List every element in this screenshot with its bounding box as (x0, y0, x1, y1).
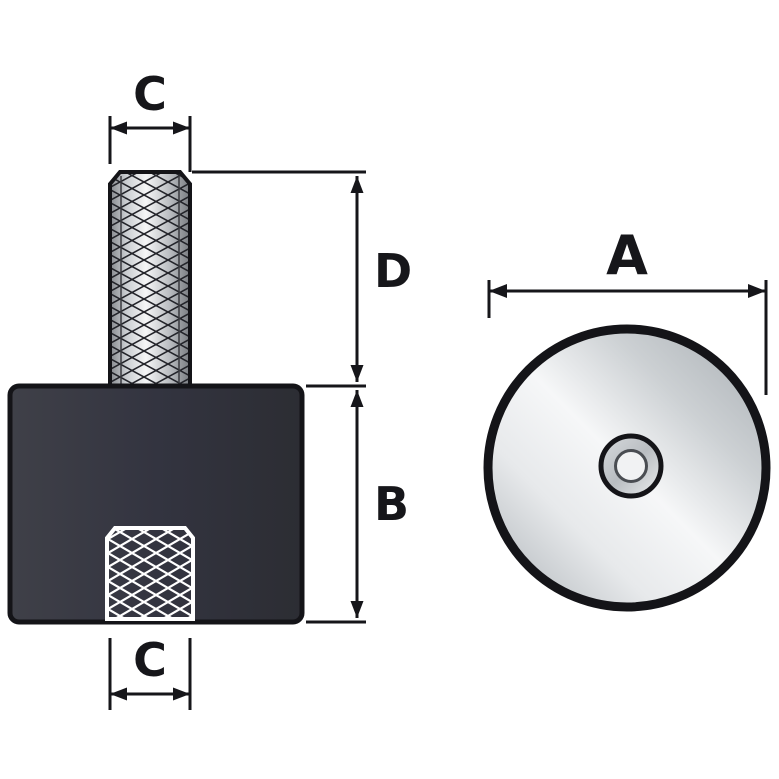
arrowhead-right (173, 687, 190, 701)
arrowhead-top (350, 390, 364, 407)
dim-label-c-top: C (133, 67, 167, 121)
mount-body (7, 383, 305, 625)
arrowhead-bottom (350, 365, 364, 382)
dimension-c-top: C (108, 67, 192, 172)
arrowhead-bottom (350, 601, 364, 618)
dim-label-c-bottom: C (133, 633, 167, 687)
dim-label-d: D (374, 244, 412, 298)
arrowhead-left (110, 687, 127, 701)
bottom-thread-hatch (107, 528, 193, 619)
dim-label-b: B (374, 477, 409, 531)
dimension-c-bottom: C (108, 633, 192, 710)
arrowhead-right (748, 284, 766, 298)
side-view (7, 170, 305, 625)
arrowhead-left (489, 284, 507, 298)
arrowhead-top (350, 176, 364, 193)
center-hole (614, 449, 648, 483)
dimension-d: D (192, 170, 412, 382)
front-view (483, 324, 771, 612)
bottom-thread-hole (105, 526, 195, 621)
dimension-a: A (487, 224, 768, 395)
arrowhead-left (110, 121, 127, 135)
threaded-stud (108, 170, 192, 388)
bottom-thread-outline (105, 526, 195, 621)
dim-label-a: A (606, 224, 648, 287)
dimension-b: B (306, 384, 409, 624)
arrowhead-right (173, 121, 190, 135)
stud-thread-hatch (110, 172, 190, 386)
